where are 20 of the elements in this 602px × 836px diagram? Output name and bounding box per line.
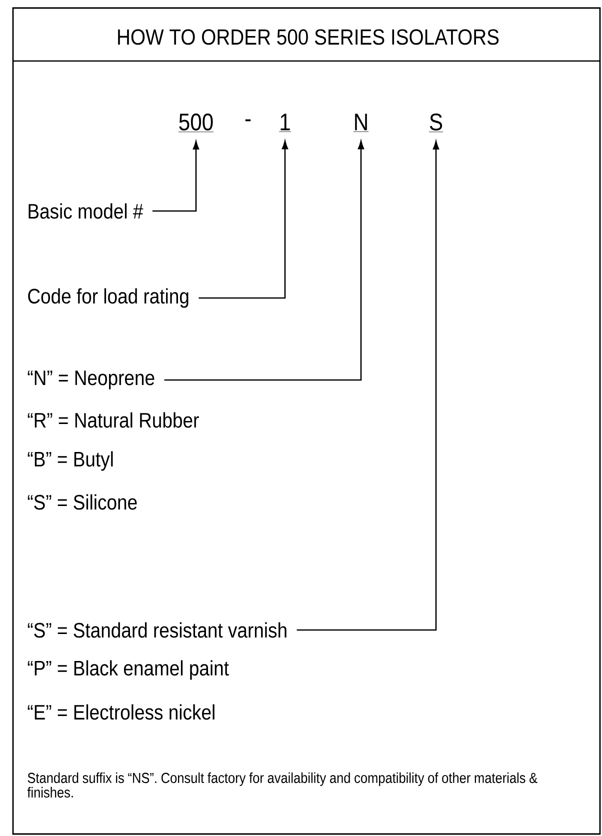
leader-arrow [296,140,440,631]
leader-arrow [164,140,364,381]
option-text: “P” = Black enamel paint [28,660,229,680]
option-text: “S” = Silicone [28,494,137,510]
code-segment: S [428,114,444,132]
option-text: “S” = Standard resistant varnish [28,622,286,638]
code-segment: N [353,114,369,132]
option-text: “R” = Natural Rubber [28,412,199,428]
option-text: “N” = Neoprene [28,370,154,390]
note-text: Standard suffix is “NS”. Consult factory for availability and compatibility of other materials & finishes. [27,772,538,798]
title: HOW TO ORDER 500 SERIES ISOLATORS [118,29,499,45]
separator-dash: - [245,119,251,122]
option-text: Basic model # [28,203,144,219]
option-text: Code for load rating [28,288,188,308]
code-segment: 500 [178,114,214,132]
leader-arrow [198,140,288,299]
leader-arrow [152,140,200,212]
code-segment: 1 [278,114,292,132]
option-text: “B” = Butyl [28,451,113,471]
option-text: “E” = Electroless nickel [28,704,214,720]
